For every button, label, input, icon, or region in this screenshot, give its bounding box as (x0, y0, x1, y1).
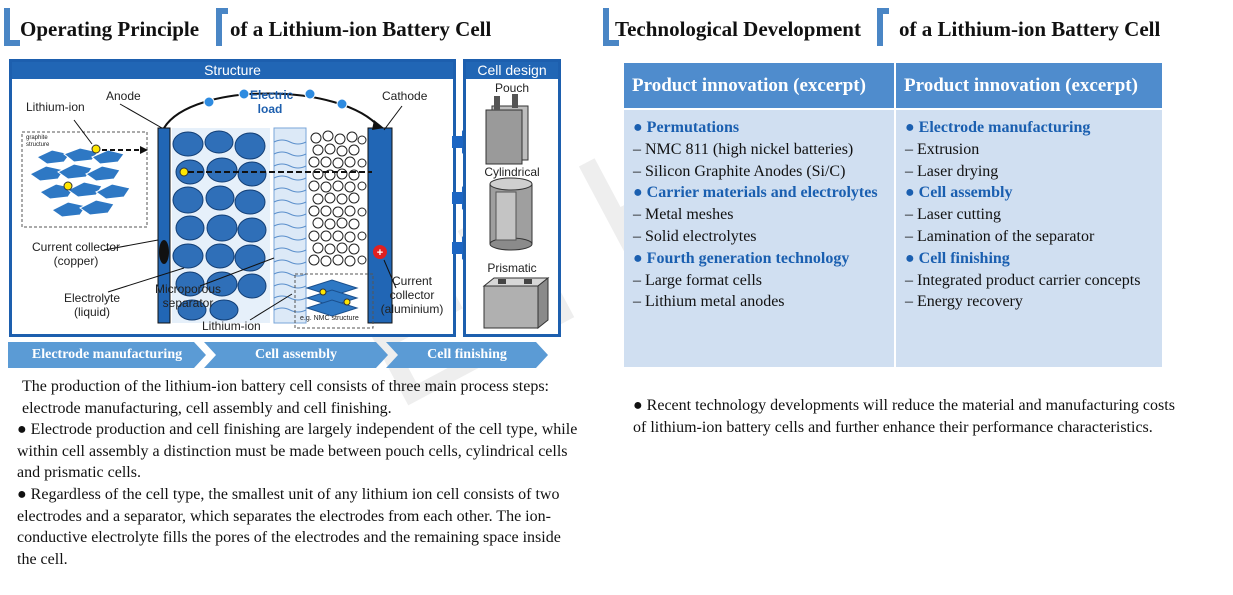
left-title-part1: Operating Principle (20, 17, 200, 41)
product-innovation-table: Product innovation (excerpt) Product inn… (624, 63, 1164, 367)
paragraph-smallest-unit: ● Regardless of the cell type, the small… (17, 485, 561, 568)
process-step-electrode: Electrode manufacturing (8, 342, 206, 368)
label-cylindrical: Cylindrical (484, 165, 540, 179)
process-step-label: Cell assembly (254, 347, 338, 362)
cathode-particles (308, 130, 367, 267)
right-note: ● Recent technology developments will re… (633, 397, 1175, 436)
right-bracket (877, 8, 889, 46)
label-current-collector-aluminium: Current collector (aluminium) (380, 274, 444, 316)
cell-design-illustrations (482, 94, 550, 330)
table-list-item: – Lithium metal anodes (633, 293, 785, 311)
table-col-left: ● Permutations – NMC 811 (high nickel bat… (624, 108, 896, 367)
label-current-collector-copper: Current collector (copper) (31, 240, 121, 268)
left-body-text: The production of the lithium-ion batter… (17, 376, 587, 570)
anode-terminal (159, 240, 169, 264)
prismatic-cell-icon (482, 276, 550, 330)
cell-design-panel: Cell design Pouch Cylindrical Prismatic (463, 59, 561, 337)
table-list-item: – Large format cells (633, 271, 762, 289)
table-section-heading: ● Cell assembly (905, 184, 1013, 202)
label-cathode: Cathode (382, 89, 428, 103)
paragraph-cell-types: ● Electrode production and cell finishin… (17, 421, 578, 482)
table-header-2: Product innovation (excerpt) (895, 63, 1164, 109)
right-bracket (216, 8, 228, 46)
process-step-label: Electrode manufacturing (31, 347, 183, 362)
separator-lines (273, 139, 307, 313)
label-separator: Microporous separator (154, 282, 222, 310)
graphite-box (21, 131, 148, 228)
table-section-heading: ● Cell finishing (905, 249, 1010, 267)
label-lithium-ion-top: Lithium-ion (26, 100, 85, 114)
right-title-part2: of a Lithium-ion Battery Cell (899, 17, 1161, 41)
process-step-assembly: Cell assembly (204, 342, 388, 368)
label-nmc: e.g. NMC structure (300, 315, 359, 322)
table-list-item: – Laser cutting (905, 206, 1001, 224)
structure-label: Structure (12, 62, 453, 79)
table-list-item: – NMC 811 (high nickel batteries) (633, 140, 854, 158)
label-anode: Anode (106, 89, 141, 103)
table-section-heading: ● Fourth generation technology (633, 249, 850, 267)
label-prismatic: Prismatic (487, 261, 537, 275)
process-step-finishing: Cell finishing (386, 342, 548, 368)
left-title-part2: of a Lithium-ion Battery Cell (230, 17, 492, 41)
label-graphite: graphite structure (26, 135, 50, 148)
nmc-box (294, 273, 374, 329)
table-list-item: – Silicon Graphite Anodes (Si/C) (633, 162, 846, 180)
process-steps: Electrode manufacturing Cell assembly Ce… (8, 342, 548, 368)
table-col-right: ● Electrode manufacturing – Extrusion – La… (895, 108, 1164, 367)
table-section-heading: ● Carrier materials and electrolytes (633, 184, 878, 202)
table-section-heading: ● Permutations (633, 119, 740, 136)
label-electrolyte: Electrolyte (liquid) (63, 291, 121, 319)
svg-text:+: + (377, 247, 383, 259)
battery-structure-diagram: + (21, 88, 403, 329)
table-list-item: – Extrusion (905, 140, 980, 158)
cell-design-label: Cell design (466, 62, 558, 79)
table-list-item: – Laser drying (905, 162, 999, 180)
table-list-item: – Metal meshes (633, 206, 734, 224)
pouch-cell-icon (485, 94, 529, 165)
right-title-part1: Technological Development (615, 17, 861, 41)
left-bracket (4, 8, 20, 46)
load-arc (163, 92, 381, 129)
table-header-1: Product innovation (excerpt) (624, 63, 896, 109)
paragraph-intro: The production of the lithium-ion batter… (22, 378, 549, 417)
table-list-item: – Integrated product carrier concepts (905, 271, 1141, 289)
table-list-item: – Energy recovery (905, 293, 1023, 311)
label-electric-load: Electric load (250, 88, 294, 116)
cylindrical-cell-icon (489, 177, 533, 251)
left-bracket (603, 8, 619, 46)
label-lithium-ion-bottom: Lithium-ion (202, 319, 261, 333)
graphite-hexagons (29, 147, 131, 218)
label-pouch: Pouch (494, 81, 530, 95)
structure-panel: Structure (9, 59, 456, 337)
table-section-heading: ● Electrode manufacturing (905, 119, 1091, 136)
process-step-label: Cell finishing (427, 347, 507, 362)
anode-particles (172, 130, 267, 321)
left-heading: Operating Principle of a Lithium-ion Bat… (4, 8, 544, 46)
cathode-terminal (373, 245, 387, 259)
right-heading: Technological Development of a Lithium-i… (603, 8, 1223, 46)
table-list-item: – Solid electrolytes (633, 227, 757, 245)
table-list-item: – Lamination of the separator (905, 227, 1095, 245)
